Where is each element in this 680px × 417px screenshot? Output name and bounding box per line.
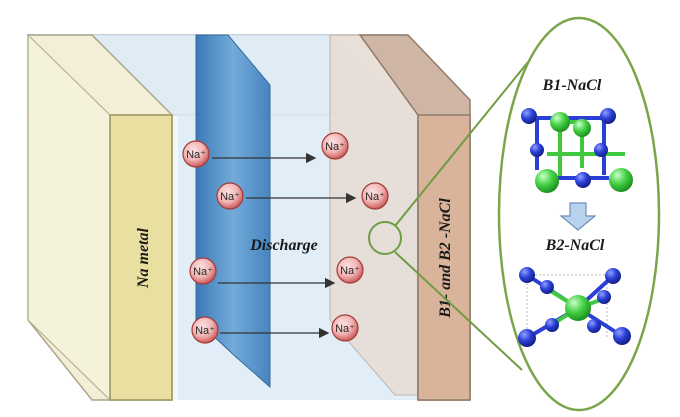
cl-atom (573, 119, 591, 137)
zoom-line-top (394, 61, 529, 227)
na-ion: Na⁺ (331, 314, 359, 342)
na-atom (521, 108, 537, 124)
na-atom (594, 143, 608, 157)
b1-structure (521, 108, 633, 193)
anode-label: Na metal (135, 227, 152, 289)
na-atom (587, 319, 601, 333)
cathode-slab: B1- and B2 -NaCl (358, 34, 471, 401)
svg-text:Na⁺: Na⁺ (365, 191, 385, 203)
na-atom (540, 280, 554, 294)
phase-b2-label: B2-NaCl (545, 237, 605, 254)
cl-atom (535, 169, 559, 193)
cl-atom (550, 112, 570, 132)
na-ion: Na⁺ (361, 182, 389, 210)
svg-text:Na⁺: Na⁺ (193, 266, 213, 278)
svg-text:Na⁺: Na⁺ (325, 141, 345, 153)
svg-text:Na⁺: Na⁺ (220, 191, 240, 203)
zoom-marker-circle (368, 221, 402, 255)
cl-atom (565, 295, 591, 321)
na-atom (613, 327, 631, 345)
na-ion: Na⁺ (336, 256, 364, 284)
b2-structure (518, 267, 631, 347)
phase-transition-arrow (559, 202, 597, 231)
na-ion: Na⁺ (321, 132, 349, 160)
na-ion: Na⁺ (189, 257, 217, 285)
process-label: Discharge (249, 237, 318, 254)
svg-text:Na⁺: Na⁺ (335, 323, 355, 335)
na-atom (519, 267, 535, 283)
svg-text:Na⁺: Na⁺ (186, 149, 206, 161)
ion-arrows (212, 152, 357, 339)
svg-text:Na⁺: Na⁺ (340, 265, 360, 277)
na-atom (575, 172, 591, 188)
na-ion: Na⁺ (216, 182, 244, 210)
anode-slab: Na metal (27, 33, 173, 402)
na-atom (530, 143, 544, 157)
cl-atom (609, 168, 633, 192)
ions-left: Na⁺ Na⁺ Na⁺ Na⁺ (182, 140, 244, 344)
na-atom (605, 268, 621, 284)
phase-b1-label: B1-NaCl (542, 77, 602, 94)
svg-text:Na⁺: Na⁺ (195, 325, 215, 337)
na-atom (545, 318, 559, 332)
na-atom (597, 290, 611, 304)
zoom-line-bottom (394, 251, 523, 371)
na-ion: Na⁺ (182, 140, 210, 168)
cathode-label: B1- and B2 -NaCl (437, 198, 454, 319)
na-atom (600, 108, 616, 124)
na-ion: Na⁺ (191, 316, 219, 344)
na-atom (518, 329, 536, 347)
ions-right: Na⁺ Na⁺ Na⁺ Na⁺ (321, 132, 389, 342)
